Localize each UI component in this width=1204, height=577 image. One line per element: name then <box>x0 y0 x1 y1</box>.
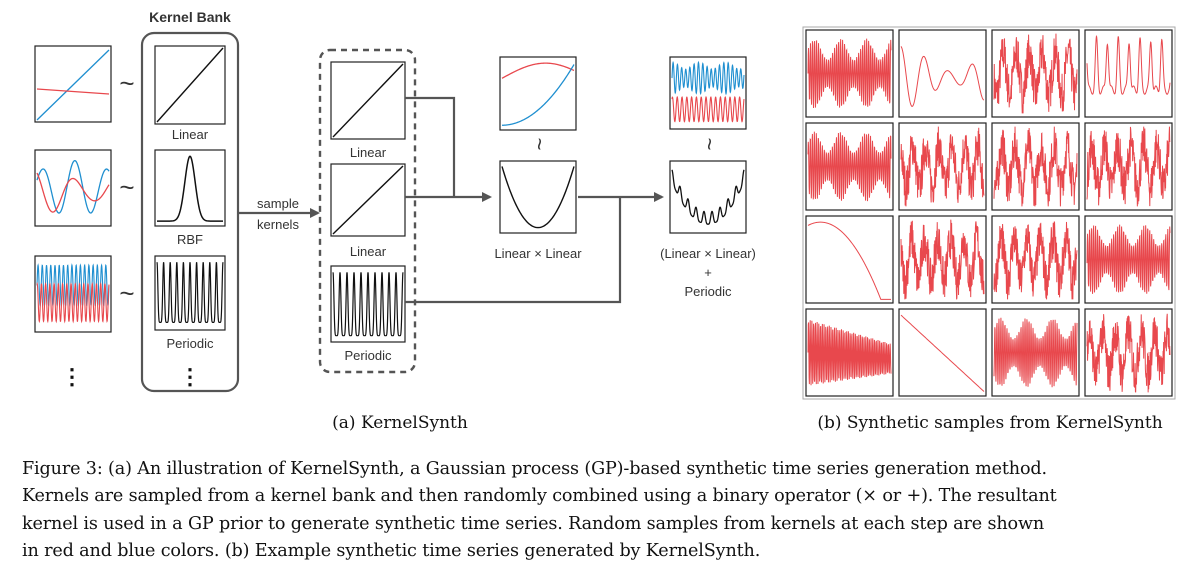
sample-series-line <box>807 320 892 386</box>
combine-connectors <box>405 96 664 304</box>
bank-label-periodic: Periodic <box>167 336 214 351</box>
rotated-tilde-1: ~ <box>527 138 552 151</box>
sample-series-line <box>1086 224 1171 294</box>
sample-series-line <box>807 38 892 109</box>
tilde-1: ~ <box>119 68 134 98</box>
caption-line-3: kernel is used in a GP prior to generate… <box>22 513 1045 534</box>
sampled-label-3: Periodic <box>345 348 392 363</box>
arrow-label-sample: sample <box>257 196 299 211</box>
sample-series-line <box>900 314 985 392</box>
caption-line-2: Kernels are sampled from a kernel bank a… <box>22 486 1057 507</box>
bank-rbf-plot <box>154 149 226 227</box>
tilde-2: ~ <box>119 172 134 202</box>
sample-cell <box>1084 29 1173 118</box>
sample-cell <box>898 29 987 118</box>
final-label-line1: (Linear × Linear) <box>660 246 756 261</box>
kernel-bank-title: Kernel Bank <box>149 9 231 25</box>
sample-series-line <box>900 126 985 207</box>
final-label-line3: Periodic <box>685 284 732 299</box>
sample-series-line <box>900 219 985 300</box>
final-label-plus: + <box>704 265 712 280</box>
sample-series-line <box>993 221 1078 300</box>
product-kernel-plot <box>499 160 577 234</box>
sample-series-line <box>993 317 1078 388</box>
sample-series-line <box>993 33 1078 114</box>
sample-series-line <box>807 131 892 202</box>
rotated-tilde-2: ~ <box>697 138 722 151</box>
panel-a-caption: (a) KernelSynth <box>332 413 468 433</box>
arrow-label-kernels: kernels <box>257 217 299 232</box>
bank-label-linear: Linear <box>172 127 209 142</box>
synthetic-samples-grid <box>802 26 1176 400</box>
sample-series-line <box>993 126 1078 207</box>
left-vdots: ⋮ <box>61 364 83 389</box>
sample-series-line <box>1086 126 1171 207</box>
figure-graphic: Kernel Bank Linear RBF Periodic ⋮ ~ ~ ~ … <box>34 9 1176 433</box>
grid-outline <box>802 26 1176 400</box>
product-label: Linear × Linear <box>494 246 582 261</box>
rbf-curve <box>157 155 223 222</box>
figure-caption: Figure 3: (a) An illustration of KernelS… <box>22 456 1192 566</box>
sample-cell <box>898 308 987 397</box>
product-sample-plot <box>499 56 577 131</box>
sampled-kernels-box <box>318 48 417 374</box>
panel-b-caption: (b) Synthetic samples from KernelSynth <box>817 413 1162 433</box>
final-kernel-plot <box>669 160 747 234</box>
sampled-label-2: Linear <box>350 244 387 259</box>
sample-series-line <box>900 46 985 107</box>
bank-label-rbf: RBF <box>177 232 203 247</box>
sample-series-line <box>1086 313 1171 393</box>
caption-line-1: Figure 3: (a) An illustration of KernelS… <box>22 459 1047 479</box>
bank-vdots: ⋮ <box>179 364 201 389</box>
sample-cell <box>805 215 894 304</box>
sample-series-line <box>807 221 891 300</box>
periodic-curve <box>156 262 224 323</box>
sampled-label-1: Linear <box>350 145 387 160</box>
tilde-3: ~ <box>119 278 134 308</box>
sample-series-line <box>1086 35 1171 95</box>
caption-line-4: in red and blue colors. (b) Example synt… <box>22 541 761 562</box>
